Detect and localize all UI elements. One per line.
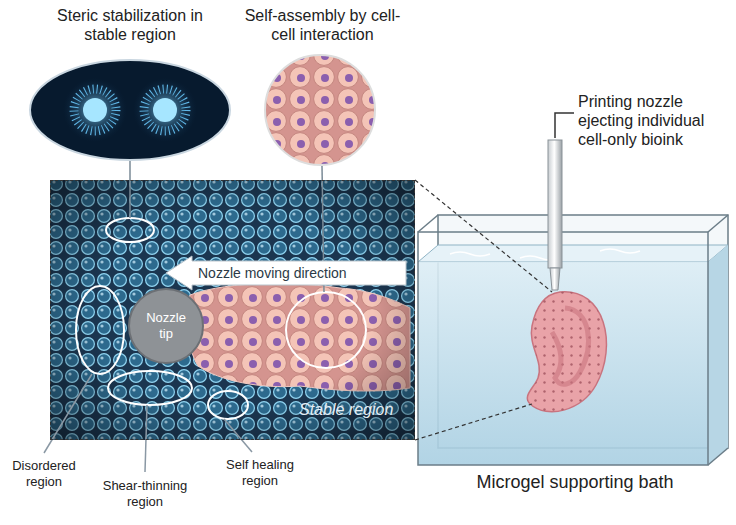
callout-outline [106, 218, 154, 242]
particle-glow [133, 78, 197, 142]
particle-glow [63, 78, 127, 142]
zoom-line [415, 404, 532, 440]
microgel-particle [153, 98, 177, 122]
nozzle-caption: Printing nozzle ejecting individual cell… [578, 92, 730, 150]
inset-caption: Steric stabilization in stable region [40, 6, 220, 44]
water-ripple [450, 249, 640, 260]
region-caption: Shear-thinning region [95, 478, 195, 509]
microgel-panel [50, 180, 415, 440]
callout-outline [208, 391, 248, 419]
polymer-brush [144, 89, 186, 131]
ear-cell-dots [527, 292, 606, 412]
leader-line [224, 419, 252, 452]
water-front [418, 262, 708, 465]
callout-outline [286, 292, 366, 368]
leader-line [145, 405, 147, 472]
ear-fold [552, 308, 588, 384]
region-label: Stable region [299, 401, 393, 419]
nozzle-tip-circle: Nozzle tip [128, 288, 204, 364]
callout-outline [108, 371, 192, 405]
water-surface [418, 245, 728, 262]
polymer-brush [74, 89, 116, 131]
tank-front [418, 232, 708, 465]
water-side [708, 245, 728, 465]
zoom-line [415, 180, 552, 292]
tank-edge [708, 448, 728, 465]
tank-edge [708, 215, 728, 232]
tank-edge [418, 215, 438, 232]
nozzle-tip-end [550, 268, 560, 290]
callout-outline [76, 286, 124, 374]
nozzle-tip-label: Nozzle tip [141, 310, 191, 341]
region-caption: Disordered region [4, 458, 84, 489]
steric-inset-oval [30, 60, 230, 160]
direction-arrow: Nozzle moving direction [166, 256, 406, 290]
inset-caption: Self-assembly by cell-cell interaction [240, 6, 405, 44]
leader-line [129, 161, 131, 218]
panel-shading [50, 180, 415, 440]
print-region-panel: Stable region Nozzle moving directionNozz… [50, 180, 415, 440]
nozzle-tip-disc [129, 289, 203, 363]
bath-caption: Microgel supporting bath [440, 472, 710, 494]
arrow-body [166, 256, 406, 290]
printing-nozzle [548, 140, 562, 268]
microgel-particle [83, 98, 107, 122]
arrow-label: Nozzle moving direction [198, 265, 347, 281]
leader-line [555, 113, 574, 138]
region-caption: Self healing region [215, 457, 305, 488]
printed-ear [527, 292, 606, 412]
leader-line [44, 374, 92, 453]
cell-inset-circle [265, 55, 375, 165]
